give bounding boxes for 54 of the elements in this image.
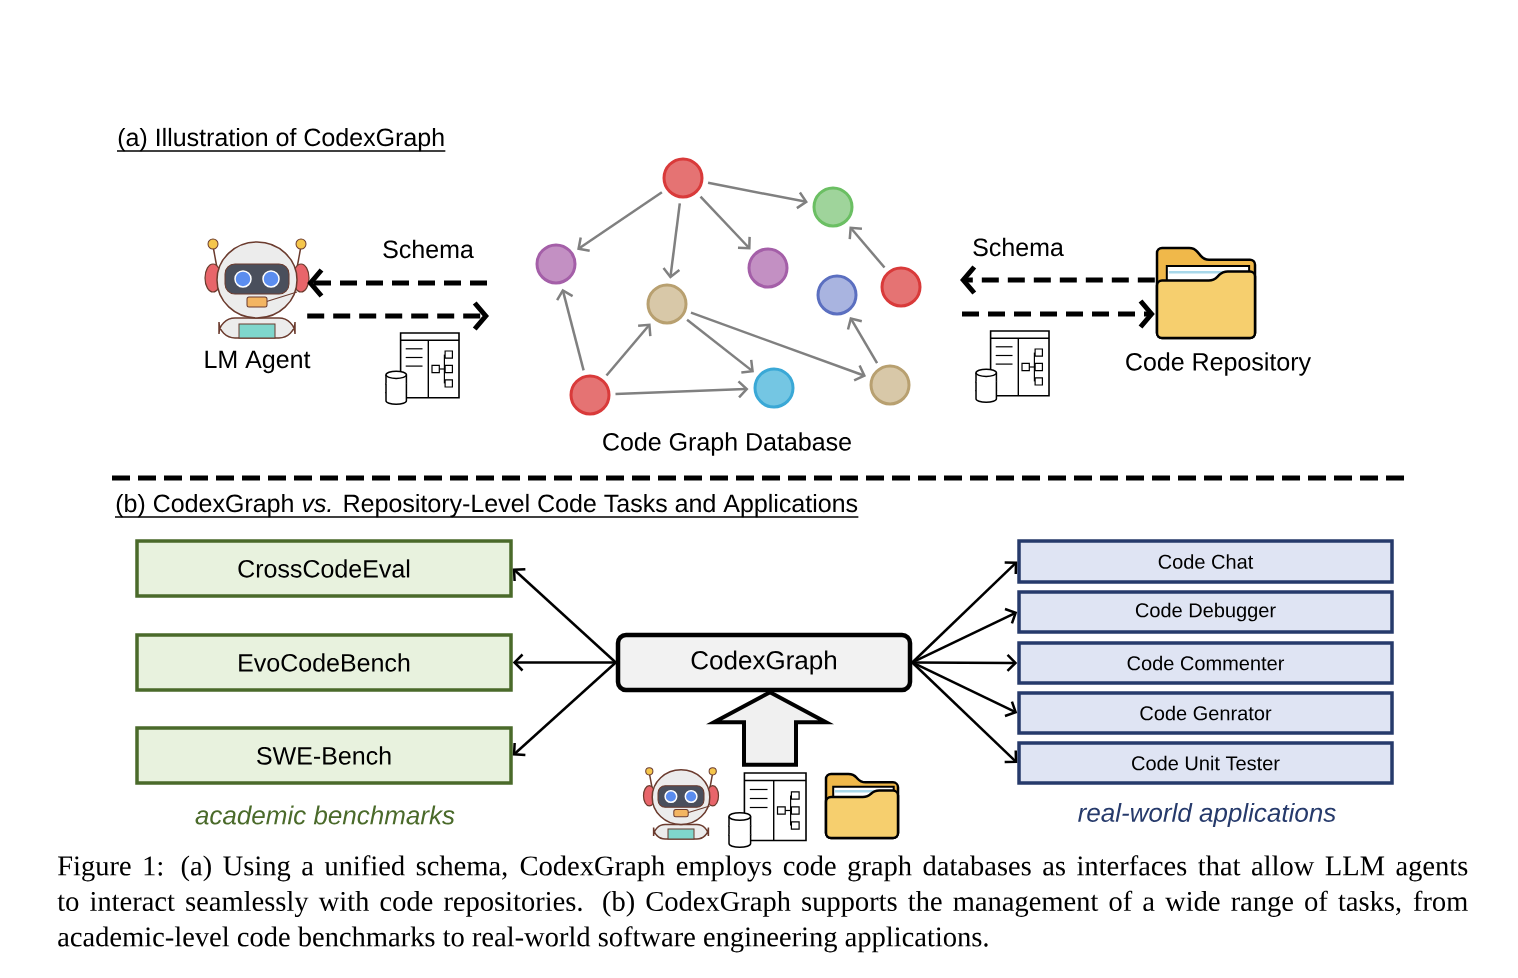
arrow <box>512 661 617 757</box>
graph-node <box>816 274 858 316</box>
arrow <box>846 316 879 364</box>
arrow <box>912 654 1018 672</box>
arrow <box>615 380 749 399</box>
application-box: Code Debugger <box>1017 590 1394 634</box>
graph-node <box>535 243 577 285</box>
arrow <box>577 191 663 253</box>
arrow <box>848 226 886 269</box>
graph-node <box>662 157 704 199</box>
graph-node <box>812 186 854 228</box>
graph-caption: Code Graph Database <box>603 432 851 456</box>
arrow <box>605 323 652 377</box>
dashed-arrow <box>962 299 1155 329</box>
arrow <box>686 318 754 374</box>
arrow <box>699 195 751 250</box>
application-box: Code Unit Tester <box>1017 741 1394 785</box>
block-arrow <box>706 690 834 767</box>
benchmark-box: EvoCodeBench <box>135 633 513 692</box>
arrow <box>690 311 867 382</box>
section-title: (a) Illustration of CodexGraph <box>116 127 447 152</box>
folder-icon <box>1155 246 1257 340</box>
dashed-arrow <box>960 265 1155 295</box>
arrow <box>512 653 616 672</box>
system-box: CodexGraph <box>615 632 913 693</box>
arrow <box>911 607 1018 664</box>
arrow <box>556 288 585 371</box>
edge-label: Schema <box>971 236 1065 258</box>
dashed-arrow <box>307 301 489 331</box>
arrow <box>512 567 617 664</box>
dashed-arrow <box>307 268 487 298</box>
graph-node <box>747 247 789 289</box>
node-label: Code Repository <box>1126 352 1311 376</box>
robot-icon <box>204 238 310 339</box>
application-box: Code Commenter <box>1017 641 1394 685</box>
arrow <box>707 181 808 210</box>
application-box: Code Genrator <box>1017 691 1394 735</box>
edge-label: Schema <box>381 238 475 260</box>
node-label: LM Agent <box>205 350 311 374</box>
section-title: (b) CodexGraph vs. Repository-Level Code Tasks and Applications <box>114 493 860 518</box>
benchmark-box: CrossCodeEval <box>135 539 513 598</box>
figure-caption: Figure 1: (a) Using a unified schema, CodexGraph employs code graph databases as interfaces that allow LLM agents to interact seamlessly with code repositories. (b) CodexGraph supports the management of a wide range of tasks, from academic-level code benchmarks to real-world software engineering applications. <box>57 855 1468 953</box>
arrow <box>911 661 1018 764</box>
application-box: Code Chat <box>1017 539 1394 584</box>
graph-node <box>869 364 911 406</box>
arrow <box>662 203 682 279</box>
benchmark-box: SWE-Bench <box>135 726 513 785</box>
graph-node <box>569 374 611 416</box>
group-label: real-world applications <box>1078 802 1336 828</box>
graph-node <box>753 367 795 409</box>
arrow <box>911 561 1018 664</box>
robot-schema-folder-drawing <box>642 767 900 849</box>
graph-node <box>646 283 688 325</box>
graph-node <box>880 266 922 308</box>
